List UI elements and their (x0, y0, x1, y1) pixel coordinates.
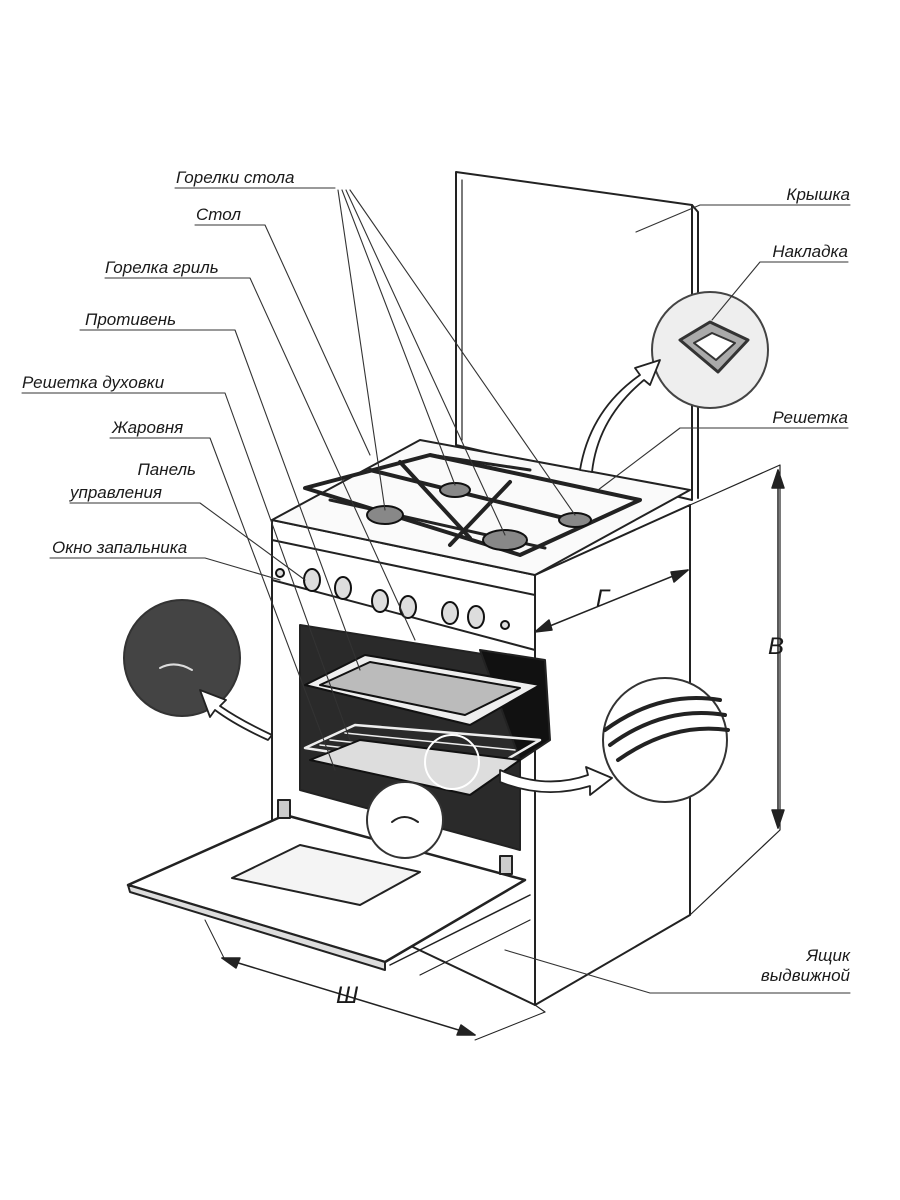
label-oven-rack: Решетка духовки (22, 373, 165, 392)
oven-door (126, 799, 527, 971)
baking-tray (304, 654, 541, 726)
control-knobs (275, 568, 510, 630)
label-lid: Крышка (786, 185, 850, 204)
zoom-rack-circle (602, 677, 730, 803)
leader-lines (21, 187, 851, 994)
label-control-panel-line2: управления (70, 483, 163, 502)
drawer (389, 894, 531, 976)
zoom-rack-inner-circle (424, 734, 480, 790)
dimension-depth-label: Г (596, 585, 610, 612)
label-grill-burner: Горелка гриль (105, 258, 219, 277)
hob-burners (366, 482, 592, 551)
zoom-overlay-circle (651, 291, 769, 409)
label-drawer-line2: выдвижной (760, 966, 850, 985)
dimension-height-label: В (768, 633, 785, 660)
zoom-door-circle (366, 781, 444, 859)
label-burners: Горелки стола (176, 168, 295, 187)
label-control-panel-line1: Панель (137, 460, 196, 479)
label-roasting-pan: Жаровня (112, 418, 184, 437)
label-grate: Решетка (772, 408, 848, 427)
lid-panel (455, 171, 699, 501)
label-table: Стол (196, 205, 241, 224)
callout-arrows (199, 359, 661, 796)
label-ignition-window: Окно запальника (52, 538, 188, 557)
zoom-ignition-circle (123, 599, 241, 717)
dimension-lines (204, 469, 785, 1041)
label-baking-tray: Противень (85, 310, 177, 329)
label-drawer-line1: Ящик (806, 946, 850, 965)
dimension-width-label: Ш (336, 982, 359, 1009)
label-overlay: Накладка (772, 242, 848, 261)
